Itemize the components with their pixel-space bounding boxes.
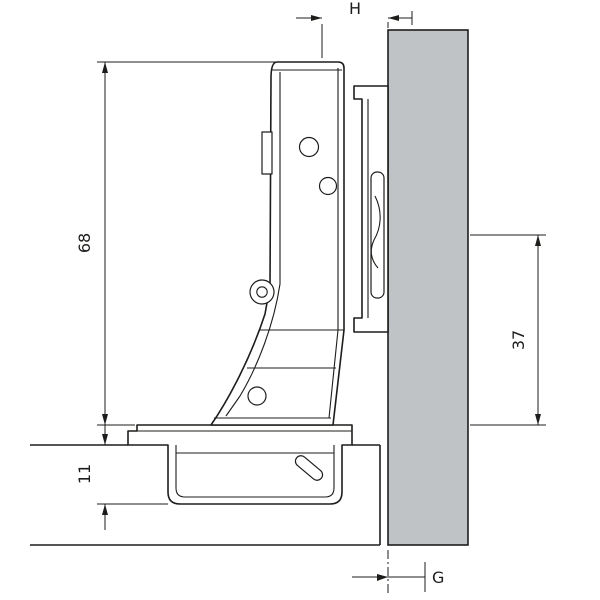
dimension-68: 68 <box>75 61 277 426</box>
door-panel <box>30 444 381 546</box>
h-arrow-right <box>388 15 399 21</box>
dim-label-68: 68 <box>75 233 94 253</box>
dimension-h: H <box>296 0 413 58</box>
dimension-37: 37 <box>470 234 546 426</box>
mounting-plate-group <box>353 85 389 333</box>
arm-screw-hole-lower <box>318 176 338 196</box>
adjustment-cam <box>249 279 275 305</box>
d11-arrow-top <box>102 434 108 445</box>
door-group <box>30 444 381 546</box>
arm-screw-hole-upper <box>298 136 320 158</box>
cup-inner-wall <box>175 445 335 498</box>
g-arrow <box>377 574 388 581</box>
adjustment-cam-center <box>256 286 268 298</box>
dim-label-11: 11 <box>75 464 94 484</box>
d37-arrow-bottom <box>535 414 541 425</box>
dim-label-37: 37 <box>509 330 528 350</box>
d37-arrow-top <box>535 235 541 246</box>
cup-slanted-slot <box>294 455 324 481</box>
dim-label-h: H <box>349 0 361 18</box>
hinge-arm-group <box>210 61 345 426</box>
d68-arrow-bottom <box>102 414 108 425</box>
arm-left-inner-line <box>225 72 281 417</box>
h-arrow-left <box>311 15 322 21</box>
hinge-cup-group <box>127 424 353 505</box>
cabinet-panel-group <box>387 29 469 546</box>
dim-label-g: G <box>432 568 444 587</box>
dimension-g: G <box>352 550 444 595</box>
hinge-arm <box>210 61 345 426</box>
d68-arrow-top <box>102 62 108 73</box>
mounting-plate-cam <box>370 195 381 269</box>
hinge-pivot-rivet <box>247 386 267 406</box>
d11-arrow-bottom <box>102 504 108 515</box>
cup-slot-group <box>294 455 324 481</box>
dimension-11: 11 <box>75 425 168 530</box>
arm-side-tab <box>261 131 273 175</box>
hinge-cup-flange <box>127 424 353 505</box>
mounting-plate-slot <box>370 171 385 299</box>
cabinet-side-panel <box>387 29 469 546</box>
